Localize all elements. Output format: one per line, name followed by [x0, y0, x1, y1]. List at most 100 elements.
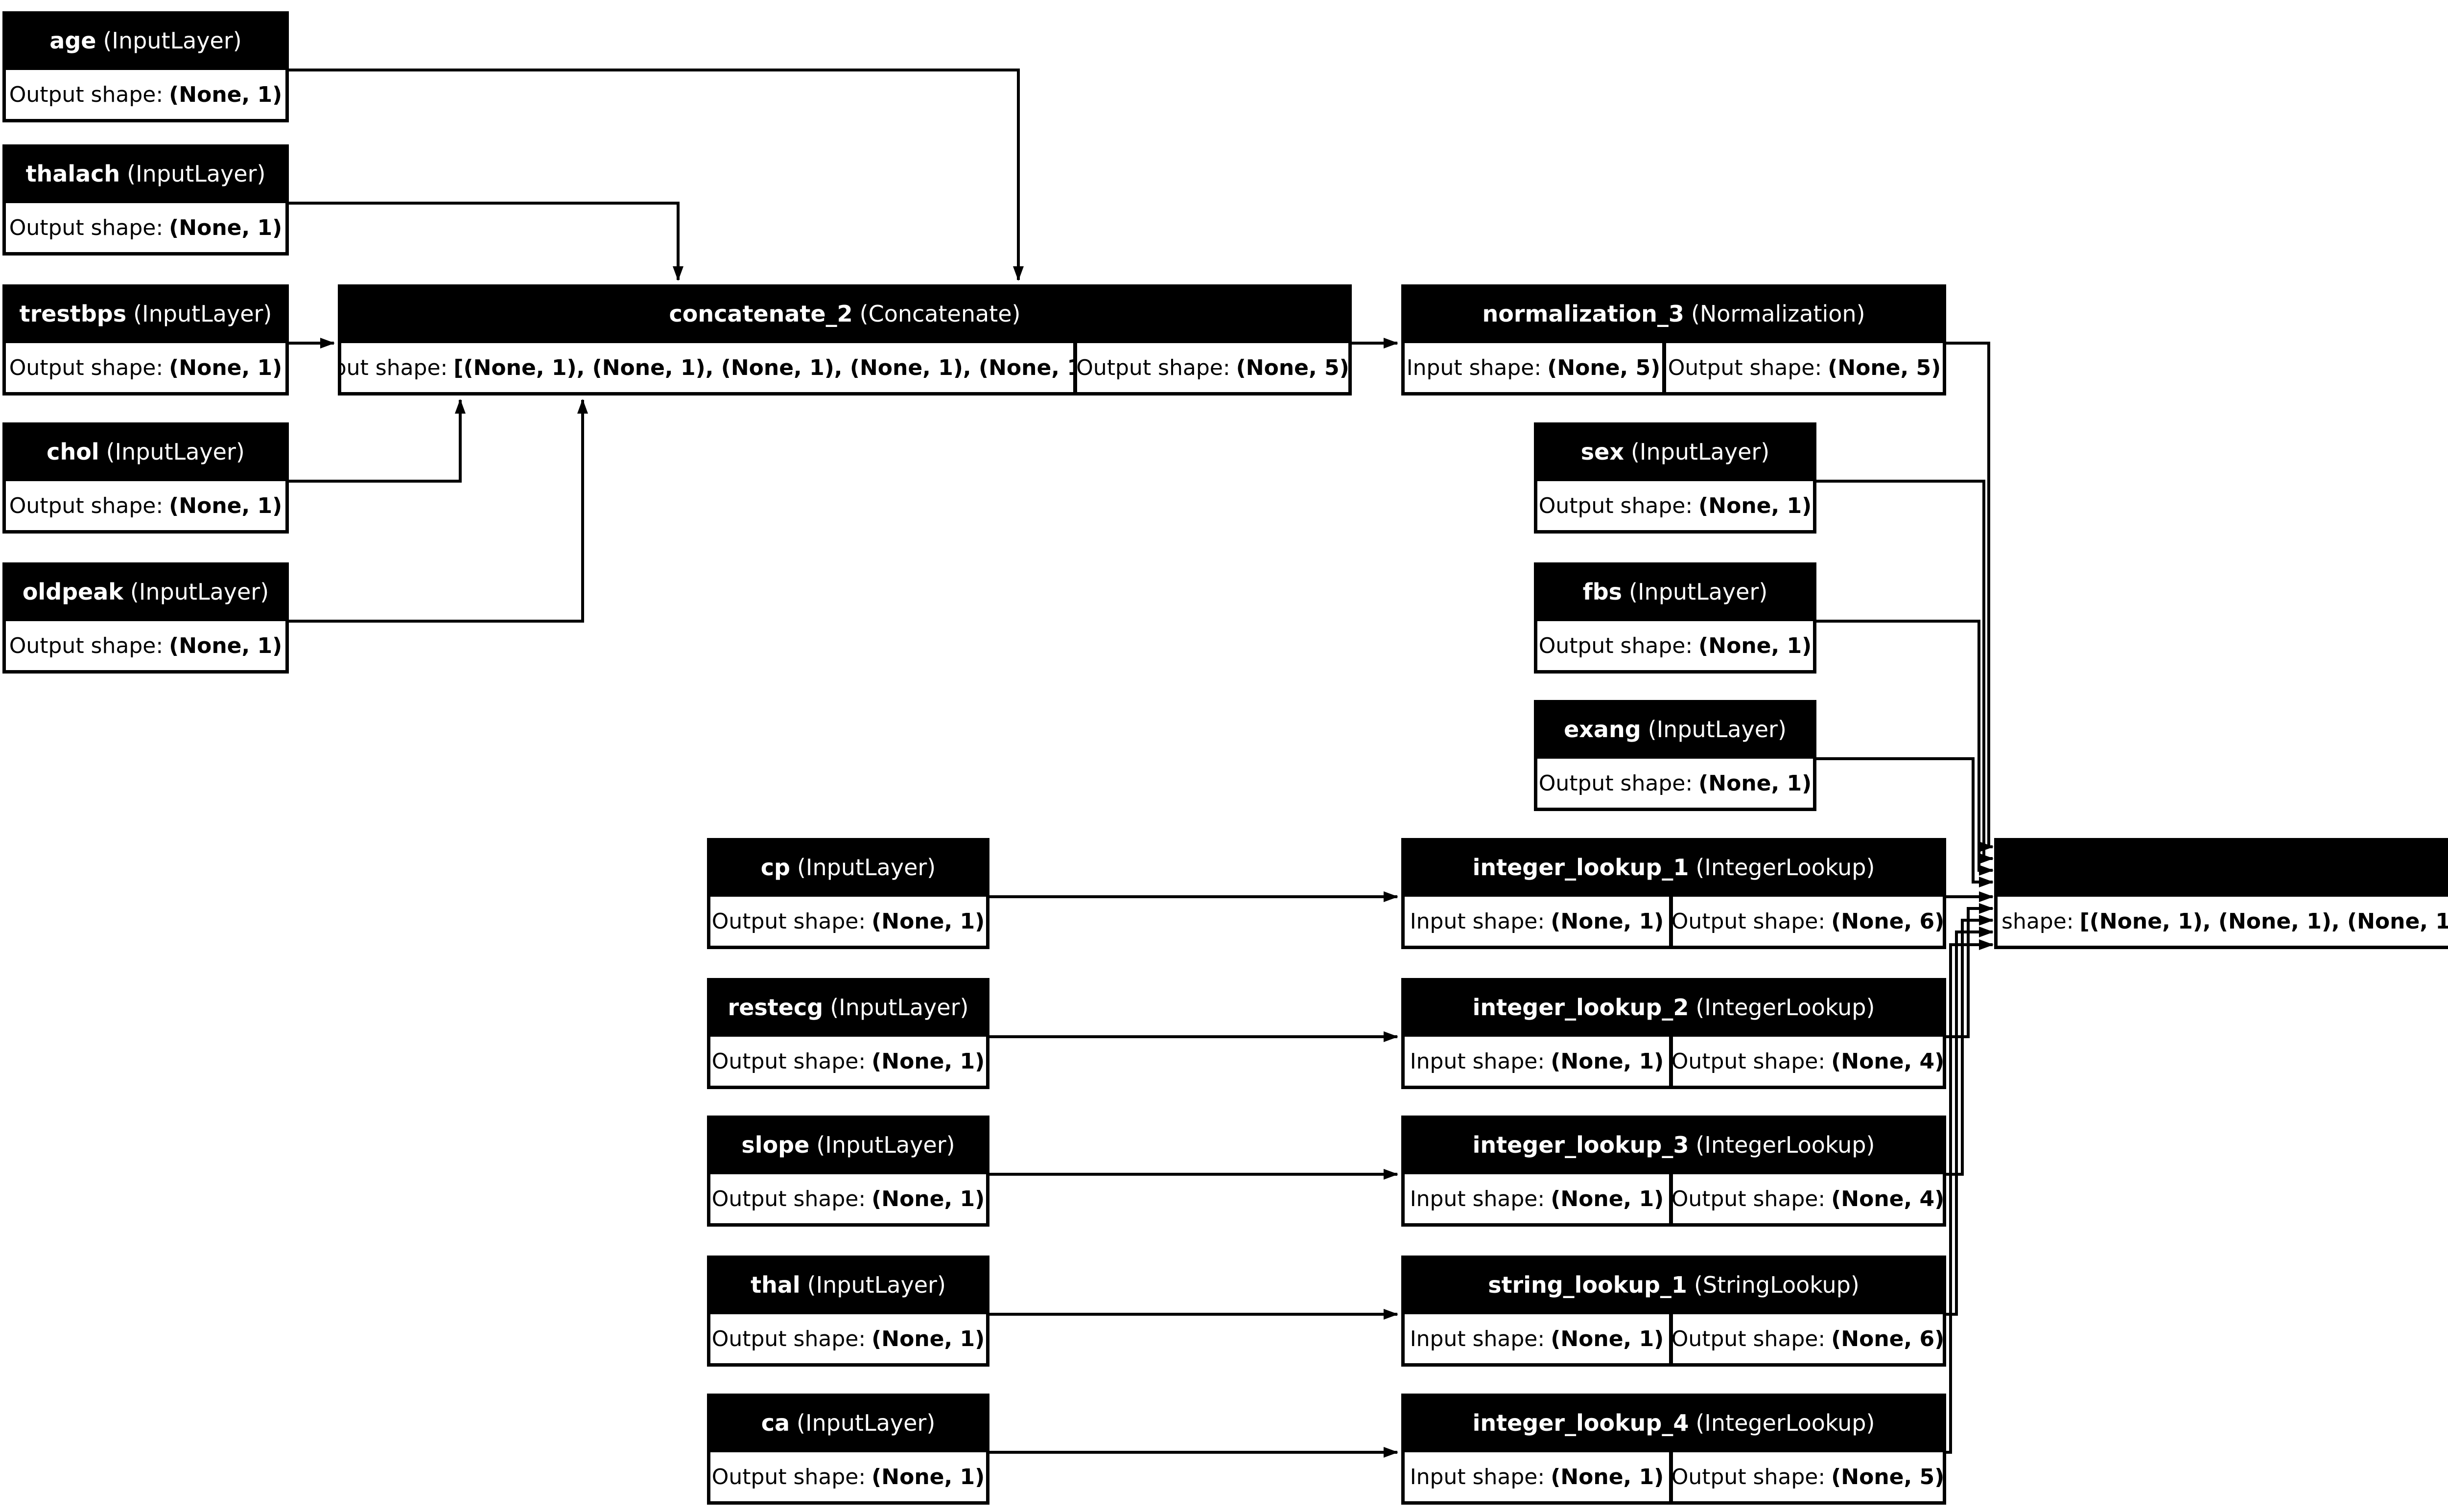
output-shape-cell: Output shape:(None, 5): [1077, 343, 1348, 392]
layer-type: (StringLookup): [1694, 1272, 1860, 1298]
edge-fbs-to-concatenate_3: [1816, 620, 1994, 876]
shape-value: (None, 1): [871, 1186, 985, 1211]
input-shape-cell: Input shape:(None, 1): [1405, 1452, 1669, 1501]
layer-type: (Concatenate): [859, 301, 1021, 327]
output-shape-cell: Output shape:(None, 5): [1666, 343, 1943, 392]
shape-value: (None, 1): [1698, 770, 1812, 796]
edge-sex-to-concatenate_3: [1816, 480, 1994, 864]
layer-name: string_lookup_1: [1488, 1272, 1687, 1298]
shape-cells: Input shape:(None, 1)Output shape:(None,…: [1405, 897, 1943, 946]
shape-cells: Input shape:(None, 1) Output shape:(None,…: [1405, 1037, 1943, 1086]
layer-title: integer_lookup_2(IntegerLookup): [1401, 978, 1946, 1037]
layer-name: ca: [761, 1410, 790, 1436]
layer-name: fbs: [1582, 579, 1623, 605]
layer-node-thal: thal(InputLayer)Output shape:(None, 1): [707, 1256, 989, 1367]
shape-value: (None, 1): [169, 82, 282, 107]
layer-title: chol (InputLayer): [2, 422, 289, 481]
shape-value: (None, 1): [871, 1326, 985, 1351]
shape-cells: Input shape:(None, 5)Output shape:(None,…: [1405, 343, 1943, 392]
shape-cells: Input shape:(None, 1)Output shape:(None,…: [1405, 1314, 1943, 1363]
shape-value: (None, 1): [871, 908, 985, 934]
shape-cells: Output shape:(None, 1): [710, 1452, 986, 1501]
layer-type: (InputLayer): [807, 1272, 946, 1298]
output-shape-cell: Output shape:(None, 4): [1673, 1037, 1943, 1086]
shape-value: (None, 4): [1831, 1048, 1943, 1074]
input-shape-cell: Input shape:(None, 1): [1405, 1314, 1669, 1363]
layer-name: oldpeak: [22, 579, 123, 605]
shape-value: (None, 1): [871, 1464, 985, 1489]
layer-node-sex: sex(InputLayer)Output shape:(None, 1): [1534, 422, 1816, 534]
layer-title: trestbps(InputLayer): [2, 284, 289, 343]
shape-label: Output shape:: [1538, 633, 1693, 658]
output-shape-cell: Output shape:(None, 1): [710, 897, 986, 946]
layer-title: integer_lookup_1(IntegerLookup): [1401, 838, 1946, 897]
layer-name: normalization_3: [1482, 301, 1684, 327]
layer-node-normalization_3: normalization_3(Normalization)Input shap…: [1401, 284, 1946, 395]
layer-type: (InputLayer): [1630, 439, 1770, 465]
shape-cells: Output shape:(None, 1): [710, 1037, 986, 1086]
layer-name: chol: [47, 439, 99, 465]
layer-title: cp (InputLayer): [707, 838, 989, 897]
shape-label: Output shape:: [1673, 1464, 1826, 1489]
edge-thalach-to-concatenate_2: [289, 202, 683, 281]
shape-value: (None, 4): [1831, 1186, 1943, 1211]
layer-title: ca (InputLayer): [707, 1394, 989, 1452]
layer-title: string_lookup_1 (StringLookup): [1401, 1256, 1946, 1314]
shape-label: Output shape:: [9, 493, 164, 518]
shape-value: (None, 1): [169, 215, 282, 240]
shape-label: Output shape:: [1668, 355, 1822, 380]
layer-name: cp: [760, 854, 790, 881]
shape-label: Input shape:: [1410, 1464, 1545, 1489]
shape-label: Input shape:: [1410, 1326, 1545, 1351]
layer-type: (InputLayer): [106, 439, 245, 465]
layer-node-integer_lookup_3: integer_lookup_3(IntegerLookup)Input sha…: [1401, 1116, 1946, 1227]
layer-node-thalach: thalach(InputLayer)Output shape:(None, 1…: [2, 144, 289, 256]
shape-label: Input shape:: [1410, 1048, 1545, 1074]
shape-value: (None, 1): [1551, 1048, 1664, 1074]
shape-cells: Output shape:(None, 1): [710, 897, 986, 946]
shape-cells: Output shape:(None, 1): [710, 1314, 986, 1363]
shape-value: (None, 6): [1831, 908, 1943, 934]
layer-name: integer_lookup_1: [1472, 854, 1689, 881]
layer-title: integer_lookup_3(IntegerLookup): [1401, 1116, 1946, 1174]
output-shape-cell: Output shape:(None, 6): [1673, 897, 1943, 946]
layer-type: (InputLayer): [130, 579, 269, 605]
shape-label: Output shape:: [1673, 1326, 1826, 1351]
shape-value: (None, 5): [1831, 1464, 1943, 1489]
layer-node-oldpeak: oldpeak(InputLayer)Output shape:(None, 1…: [2, 562, 289, 674]
layer-node-concatenate_2: concatenate_2(Concatenate)Input shape:[(…: [338, 284, 1352, 395]
layer-name: exang: [1564, 716, 1641, 743]
layer-title: fbs(InputLayer): [1534, 562, 1816, 621]
layer-title: normalization_3(Normalization): [1401, 284, 1946, 343]
edge-age-to-concatenate_2: [289, 69, 1024, 281]
shape-cells: Output shape:(None, 1): [6, 343, 285, 392]
layer-type: (IntegerLookup): [1695, 854, 1875, 881]
layer-type: (IntegerLookup): [1695, 1132, 1875, 1158]
layer-title: integer_lookup_4(IntegerLookup): [1401, 1394, 1946, 1452]
output-shape-cell: Output shape:(None, 1): [1537, 621, 1813, 670]
layer-name: trestbps: [19, 301, 127, 327]
layer-type: (InputLayer): [797, 1410, 936, 1436]
shape-label: Input shape:: [1406, 355, 1542, 380]
shape-value: (None, 5): [1828, 355, 1941, 380]
layer-title: concatenate_3(Concatenate): [1994, 838, 2448, 897]
edge-chol-to-concatenate_2: [289, 399, 466, 483]
edge-integer_lookup_4-to-concatenate_3: [1946, 939, 1994, 1454]
layer-type: (InputLayer): [133, 301, 272, 327]
shape-label: Output shape:: [9, 215, 164, 240]
shape-cells: Output shape:(None, 1): [6, 203, 285, 252]
layer-type: (InputLayer): [797, 854, 936, 881]
shape-label: Output shape:: [1673, 1048, 1826, 1074]
shape-label: Output shape:: [1673, 1186, 1826, 1211]
input-shape-cell: Input shape:[(None, 1), (None, 1), (None…: [1998, 897, 2448, 946]
layer-title: exang(InputLayer): [1534, 700, 1816, 759]
shape-value: (None, 1): [1698, 493, 1812, 518]
layer-title: concatenate_2(Concatenate): [338, 284, 1352, 343]
layer-node-exang: exang(InputLayer)Output shape:(None, 1): [1534, 700, 1816, 811]
shape-value: (None, 6): [1831, 1326, 1943, 1351]
shape-value: (None, 5): [1547, 355, 1661, 380]
shape-label: Output shape:: [9, 633, 164, 658]
edge-normalization_3-to-concatenate_3: [1946, 342, 1994, 852]
